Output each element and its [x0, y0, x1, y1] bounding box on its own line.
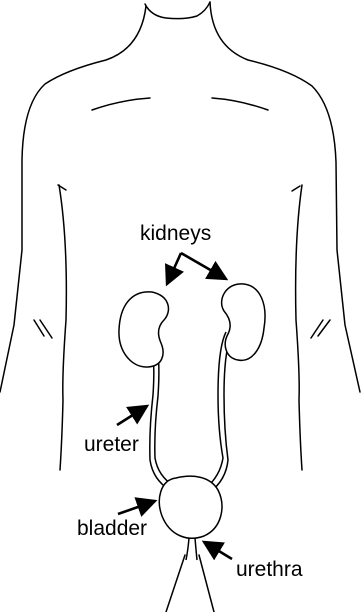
kidneys-arrow-left	[167, 253, 181, 284]
left-torso-side	[59, 185, 66, 470]
right-elbow-mark	[311, 320, 330, 338]
right-leg-line	[199, 555, 214, 612]
right-kidney	[222, 284, 265, 361]
kidneys-label: kidneys	[140, 222, 211, 245]
right-ureter-inner	[210, 334, 232, 492]
ureter-label: ureter	[84, 433, 139, 456]
kidneys-arrow-right	[181, 253, 226, 279]
left-collarbone	[92, 98, 150, 110]
right-armpit-mark	[292, 186, 300, 191]
right-ureter	[206, 332, 226, 488]
bladder	[159, 476, 222, 538]
chin-line	[145, 2, 210, 19]
urethra	[186, 538, 197, 560]
bladder-arrow	[118, 501, 155, 514]
right-collarbone	[212, 98, 268, 110]
right-torso-side	[296, 185, 302, 470]
left-leg-line	[166, 555, 185, 612]
left-elbow-mark	[34, 320, 52, 338]
urethra-arrow	[204, 542, 232, 559]
ureter-arrow	[117, 406, 147, 425]
bladder-label: bladder	[77, 517, 147, 540]
urethra-label: urethra	[236, 558, 303, 581]
left-kidney	[119, 292, 169, 367]
